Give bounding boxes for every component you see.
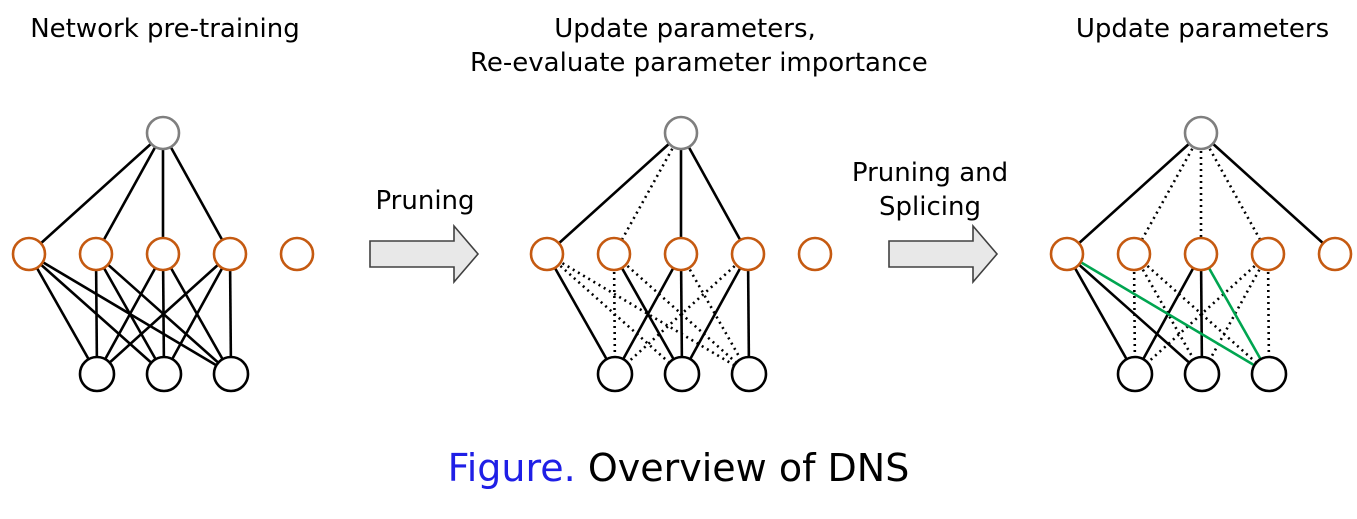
hidden-node-2 xyxy=(1116,236,1152,272)
edge-hidden-2-input-1 xyxy=(1132,253,1137,375)
hidden-node-3 xyxy=(145,236,181,272)
hidden-node-4 xyxy=(212,236,248,272)
splicing-arrow-label-line-2: Splicing xyxy=(879,192,981,222)
hidden-node-4 xyxy=(730,236,766,272)
splicing-arrow-label-line-1: Pruning and xyxy=(851,158,1009,188)
panel-2-title-line-1: Update parameters, xyxy=(554,14,816,44)
spliced-edge-hidden-3-input-3 xyxy=(1199,253,1271,375)
edge-output-hidden-4 xyxy=(1199,132,1270,255)
edge-output-hidden-1 xyxy=(1066,132,1202,255)
hidden-node-1 xyxy=(11,236,47,272)
pruning-arrow xyxy=(369,223,480,285)
hidden-node-2 xyxy=(596,236,632,272)
edge-hidden-2-input-1 xyxy=(94,253,99,375)
edge-hidden-2-input-1 xyxy=(612,253,617,375)
pruning-arrow-label: Pruning xyxy=(340,184,510,218)
edge-hidden-1-input-1 xyxy=(27,253,99,375)
input-node-2 xyxy=(1183,355,1221,393)
edge-hidden-2-input-3 xyxy=(1133,253,1270,375)
edge-hidden-1-input-1 xyxy=(545,253,617,375)
hidden-node-5 xyxy=(1317,236,1353,272)
input-node-3 xyxy=(1250,355,1288,393)
output-node xyxy=(1183,115,1219,151)
panel-2-title: Update parameters, Re-evaluate parameter… xyxy=(470,12,928,80)
figure-caption: Figure. Overview of DNS xyxy=(0,444,1357,492)
edge-hidden-4-input-1 xyxy=(96,253,231,375)
caption-lead: Figure. xyxy=(447,446,576,490)
edge-output-hidden-2 xyxy=(94,132,165,255)
panel-2-title-line-2: Re-evaluate parameter importance xyxy=(470,48,928,78)
edge-hidden-4-input-3 xyxy=(228,253,233,375)
hidden-node-3 xyxy=(663,236,699,272)
edge-output-hidden-4 xyxy=(679,132,750,255)
caption-text: Overview of DNS xyxy=(575,446,910,490)
edge-output-hidden-1 xyxy=(28,132,164,255)
network-panel-3 xyxy=(1049,115,1353,393)
hidden-node-1 xyxy=(1049,236,1085,272)
edge-hidden-4-input-2 xyxy=(162,253,232,375)
edge-output-hidden-5 xyxy=(1200,132,1336,255)
edge-output-hidden-2 xyxy=(612,132,683,255)
input-node-1 xyxy=(596,355,634,393)
edge-output-hidden-4 xyxy=(161,132,232,255)
edge-hidden-4-input-3 xyxy=(1266,253,1271,375)
pruning-arrow-label-line-1: Pruning xyxy=(375,186,475,216)
network-panel-2 xyxy=(529,115,833,393)
network-panel-1 xyxy=(11,115,315,393)
edge-hidden-3-input-1 xyxy=(613,253,683,375)
input-node-1 xyxy=(78,355,116,393)
panel-3-title-line-1: Update parameters xyxy=(1075,14,1330,44)
splicing-arrow-label: Pruning and Splicing xyxy=(830,156,1030,224)
edge-hidden-4-input-2 xyxy=(680,253,750,375)
hidden-node-1 xyxy=(529,236,565,272)
hidden-node-5 xyxy=(797,236,833,272)
edge-hidden-2-input-3 xyxy=(613,253,750,375)
output-node xyxy=(145,115,181,151)
hidden-node-2 xyxy=(78,236,114,272)
hidden-node-5 xyxy=(279,236,315,272)
output-node xyxy=(663,115,699,151)
edge-output-hidden-1 xyxy=(546,132,682,255)
panel-1-title-line-1: Network pre-training xyxy=(30,14,300,44)
edge-hidden-1-input-1 xyxy=(1065,253,1137,375)
hidden-node-3 xyxy=(1183,236,1219,272)
input-node-1 xyxy=(1116,355,1154,393)
spliced-edge-hidden-1-input-3 xyxy=(1066,252,1270,376)
input-node-3 xyxy=(730,355,768,393)
edge-hidden-3-input-3 xyxy=(679,253,751,375)
edge-hidden-4-input-2 xyxy=(1200,253,1270,375)
input-node-2 xyxy=(663,355,701,393)
input-node-2 xyxy=(145,355,183,393)
edge-hidden-3-input-1 xyxy=(95,253,165,375)
edge-hidden-2-input-2 xyxy=(1132,253,1204,375)
edge-output-hidden-2 xyxy=(1132,132,1203,255)
hidden-node-4 xyxy=(1250,236,1286,272)
edge-hidden-4-input-3 xyxy=(746,253,751,375)
input-node-3 xyxy=(212,355,250,393)
pruning-and-splicing-arrow xyxy=(888,223,999,285)
panel-1-title: Network pre-training xyxy=(0,12,330,46)
panel-3-title: Update parameters xyxy=(1050,12,1355,46)
